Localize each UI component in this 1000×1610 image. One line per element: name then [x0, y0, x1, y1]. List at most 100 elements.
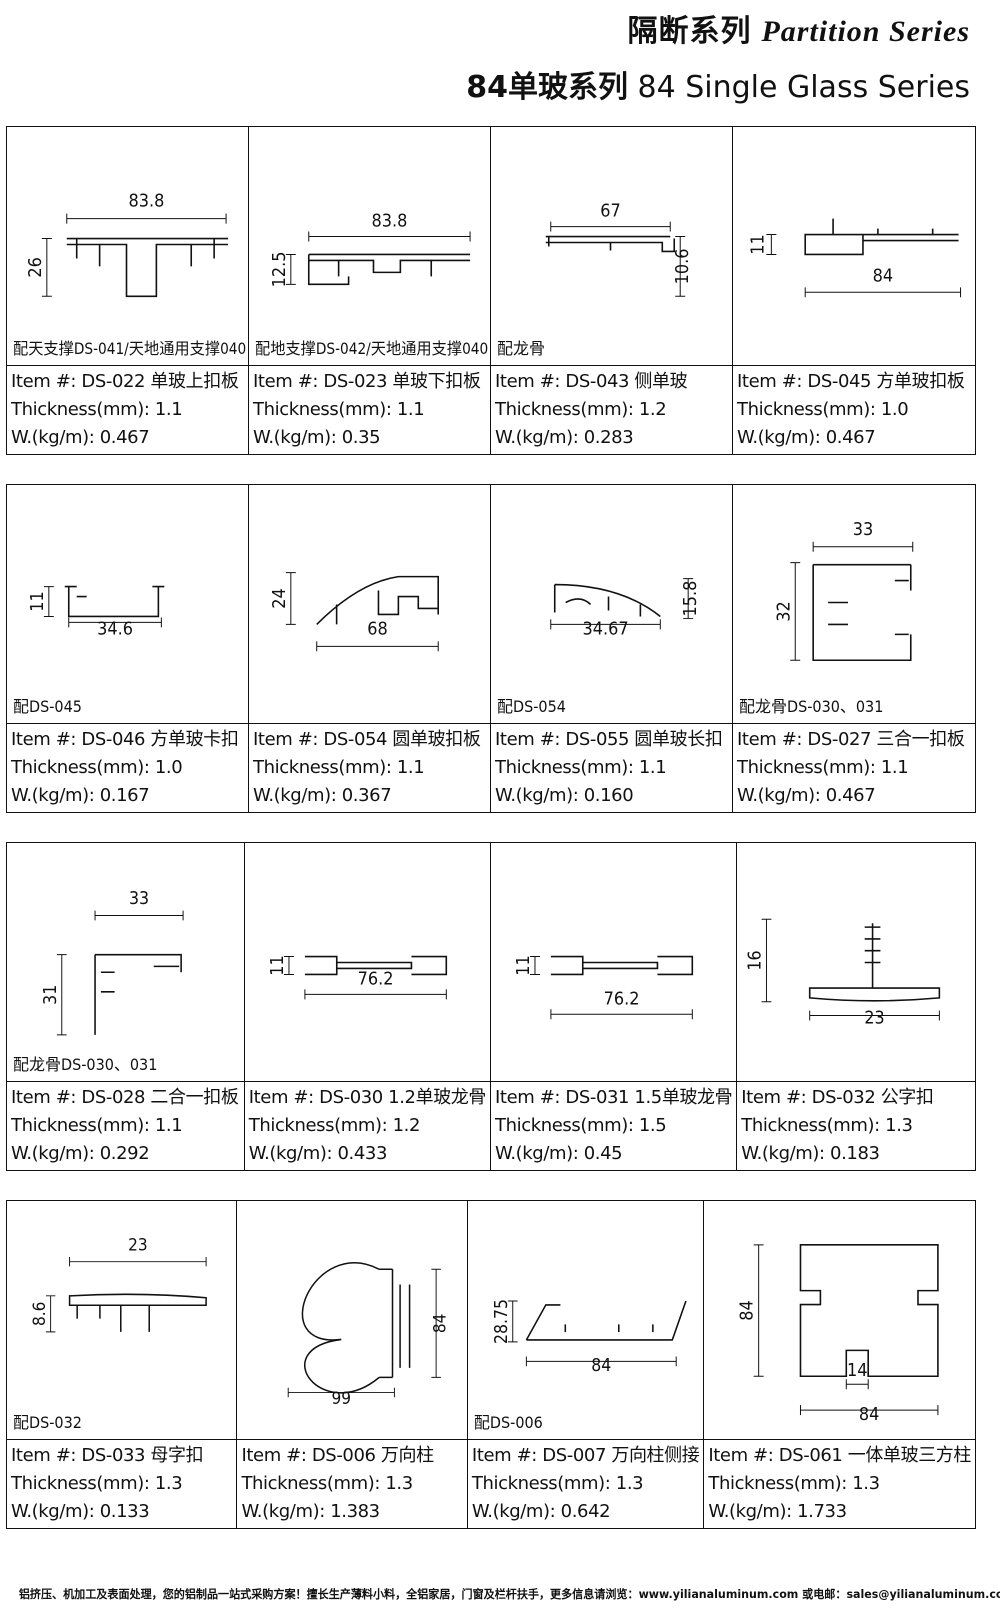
weight-label: W.(kg/m):	[241, 1501, 325, 1522]
weight-line: W.(kg/m): 0.433	[249, 1140, 486, 1168]
item-label: Item #:	[11, 1445, 77, 1466]
profile-drawing: 83.8 26 配天支撑DS-041/天地通用支撑040	[7, 127, 248, 366]
item-label: Item #:	[248, 1087, 314, 1108]
weight-label: W.(kg/m):	[471, 1501, 556, 1522]
weight-value: 0.183	[830, 1143, 880, 1164]
thickness-label: Thickness(mm):	[741, 1115, 880, 1136]
thickness-value: 1.1	[396, 399, 425, 420]
weight-value: 0.433	[337, 1143, 388, 1164]
weight-value: 0.167	[99, 785, 150, 806]
thickness-label: Thickness(mm):	[11, 1115, 150, 1136]
compat-note: 配DS-032	[13, 1413, 82, 1432]
spec-block: Item #: DS-023 单玻下扣板 Thickness(mm): 1.1 …	[249, 366, 490, 454]
item-code: DS-032 公字扣	[811, 1087, 934, 1108]
thickness-value: 1.1	[880, 757, 909, 778]
weight-value: 0.467	[825, 427, 876, 448]
thickness-value: 1.1	[396, 757, 425, 778]
spec-block: Item #: DS-031 1.5单玻龙骨 Thickness(mm): 1.…	[491, 1082, 736, 1170]
dimension-label: 67	[600, 201, 621, 222]
dimension-label: 68	[367, 618, 388, 639]
thickness-value: 1.0	[880, 399, 909, 420]
dimension-label: 23	[128, 1235, 148, 1255]
thickness-label: Thickness(mm):	[471, 1473, 611, 1494]
weight-label: W.(kg/m):	[11, 1501, 95, 1522]
spec-block: Item #: DS-028 二合一扣板 Thickness(mm): 1.1 …	[7, 1082, 244, 1170]
item-line: Item #: DS-045 方单玻扣板	[737, 368, 971, 396]
thickness-line: Thickness(mm): 1.0	[11, 754, 244, 782]
product-cell: 83.8 26 配天支撑DS-041/天地通用支撑040 Item #: DS-0…	[7, 127, 249, 454]
thickness-line: Thickness(mm): 1.0	[737, 396, 971, 424]
item-line: Item #: DS-046 方单玻卡扣	[11, 726, 244, 754]
dimension-label: 11	[27, 591, 48, 612]
weight-line: W.(kg/m): 0.467	[737, 782, 971, 810]
item-code: DS-031 1.5单玻龙骨	[565, 1087, 733, 1108]
dimension-label: 76.2	[604, 988, 640, 1009]
dimension-label: 84	[873, 265, 894, 286]
item-label: Item #:	[11, 371, 77, 392]
weight-line: W.(kg/m): 1.383	[241, 1498, 462, 1526]
item-line: Item #: DS-054 圆单玻扣板	[253, 726, 486, 754]
item-code: DS-022 单玻上扣板	[81, 371, 239, 392]
thickness-line: Thickness(mm): 1.1	[495, 754, 728, 782]
weight-line: W.(kg/m): 0.133	[11, 1498, 232, 1526]
weight-line: W.(kg/m): 0.283	[495, 424, 728, 452]
thickness-label: Thickness(mm):	[495, 757, 634, 778]
thickness-value: 1.2	[638, 399, 667, 420]
thickness-line: Thickness(mm): 1.3	[241, 1470, 462, 1498]
thickness-line: Thickness(mm): 1.3	[472, 1470, 699, 1498]
thickness-label: Thickness(mm):	[11, 399, 150, 420]
weight-label: W.(kg/m):	[11, 785, 95, 806]
dimension-label: 83.8	[128, 191, 164, 212]
item-label: Item #:	[708, 1445, 774, 1466]
weight-value: 0.367	[341, 785, 392, 806]
dimension-label: 84	[591, 1356, 611, 1376]
dimension-label: 28.75	[492, 1299, 512, 1344]
dimension-label: 84	[859, 1404, 880, 1425]
dimension-label: 26	[25, 257, 46, 278]
dimension-label: 34.6	[97, 618, 133, 639]
thickness-value: 1.3	[154, 1473, 183, 1494]
spec-block: Item #: DS-061 一体单玻三方柱 Thickness(mm): 1.…	[704, 1440, 975, 1528]
weight-label: W.(kg/m):	[737, 785, 821, 806]
thickness-label: Thickness(mm):	[495, 399, 634, 420]
item-label: Item #:	[11, 1087, 77, 1108]
dimension-label: 8.6	[30, 1302, 50, 1326]
item-code: DS-028 二合一扣板	[81, 1087, 239, 1108]
spec-block: Item #: DS-022 单玻上扣板 Thickness(mm): 1.1 …	[7, 366, 248, 454]
thickness-value: 1.3	[885, 1115, 913, 1136]
spec-block: Item #: DS-045 方单玻扣板 Thickness(mm): 1.0 …	[733, 366, 975, 454]
weight-value: 1.733	[797, 1501, 847, 1522]
item-code: DS-006 万向柱	[311, 1445, 434, 1466]
dimension-label: 31	[41, 985, 61, 1005]
dimension-label: 33	[853, 519, 874, 540]
footer-contact: 铝挤压、机加工及表面处理，您的铝制品一站式采购方案！擅长生产薄料小料，全铝家居，…	[18, 1587, 1000, 1601]
dimension-label: 12.5	[269, 251, 290, 287]
item-code: DS-045 方单玻扣板	[807, 371, 965, 392]
item-line: Item #: DS-028 二合一扣板	[11, 1084, 240, 1112]
weight-label: W.(kg/m):	[253, 427, 337, 448]
weight-label: W.(kg/m):	[741, 1143, 825, 1164]
item-code: DS-046 方单玻卡扣	[81, 729, 239, 750]
thickness-label: Thickness(mm):	[248, 1115, 388, 1136]
item-code: DS-007 万向柱侧接	[542, 1445, 700, 1466]
thickness-value: 1.5	[638, 1115, 667, 1136]
item-line: Item #: DS-023 单玻下扣板	[253, 368, 486, 396]
compat-note: 配天支撑DS-041/天地通用支撑040	[13, 339, 247, 358]
item-label: Item #:	[253, 371, 319, 392]
